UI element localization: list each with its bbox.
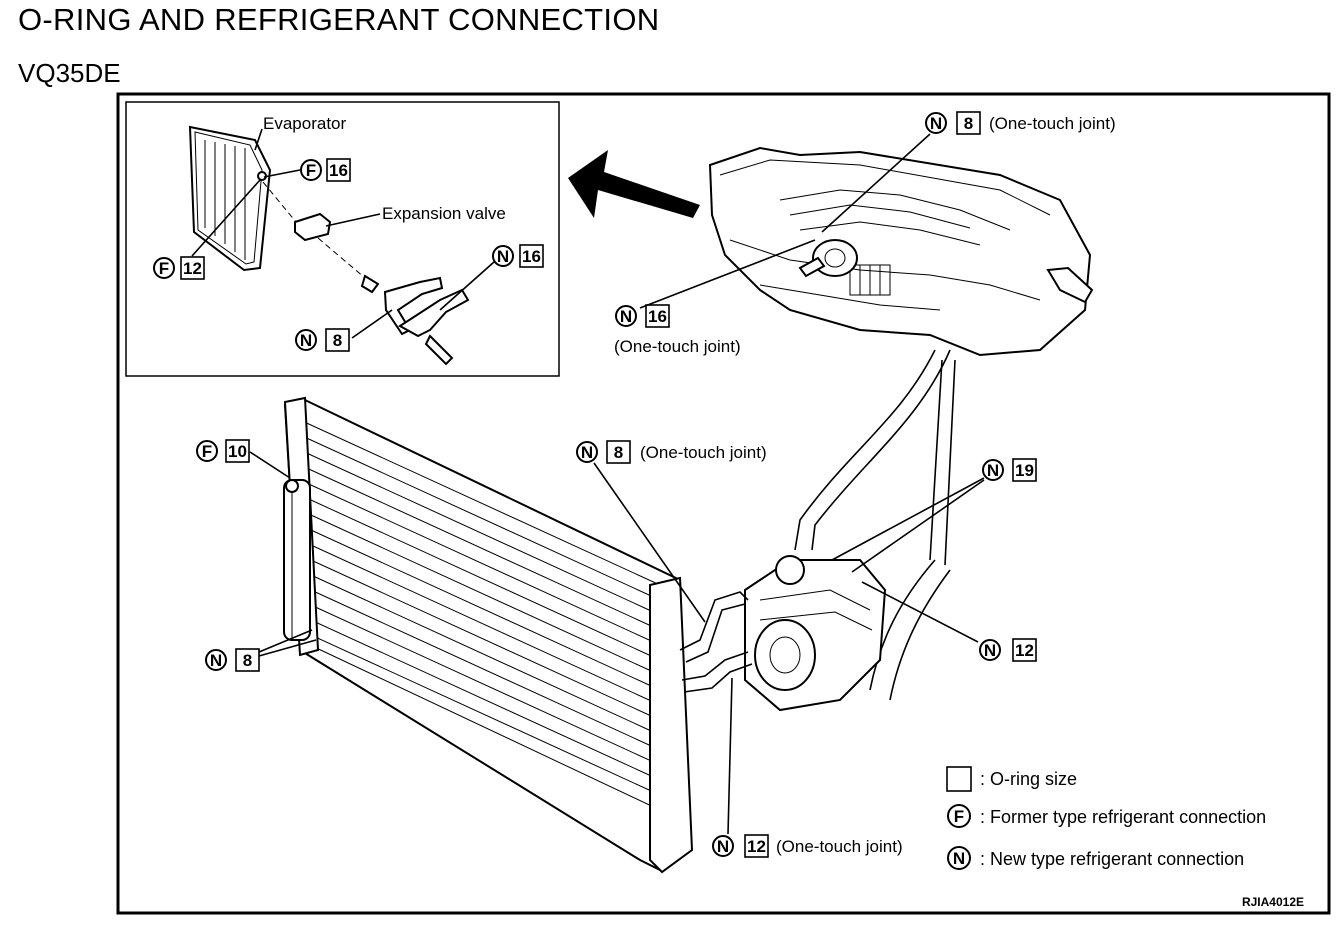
condenser-part	[283, 396, 694, 874]
reference-code: RJIA4012E	[1242, 895, 1304, 909]
callout-n8-condenser: N 8 (One-touch joint)	[576, 440, 767, 623]
callout-n12-compressor: N 12	[861, 581, 1037, 662]
svg-text:8: 8	[243, 651, 252, 670]
svg-text:8: 8	[964, 114, 973, 133]
svg-text:16: 16	[329, 161, 348, 180]
svg-text:(One-touch joint): (One-touch joint)	[776, 837, 903, 856]
svg-text:N: N	[717, 837, 729, 856]
condenser-pipes	[679, 591, 753, 693]
callout-f16-inset: F 16	[263, 158, 351, 182]
expansion-valve-leader	[325, 213, 381, 227]
inset-pipes	[383, 276, 470, 366]
svg-text:F: F	[159, 259, 169, 278]
legend: : O-ring size F : Former type refrigeran…	[946, 766, 1266, 870]
svg-text:16: 16	[522, 247, 541, 266]
svg-text:12: 12	[1015, 641, 1034, 660]
svg-text:(One-touch joint): (One-touch joint)	[989, 114, 1116, 133]
svg-text:16: 16	[648, 307, 667, 326]
svg-text:N: N	[210, 651, 222, 670]
callout-f12-inset: F 12	[153, 179, 261, 280]
evaporator-label: Evaporator	[263, 114, 346, 133]
svg-text:12: 12	[747, 837, 766, 856]
expansion-valve-label: Expansion valve	[382, 204, 506, 223]
callout-n12-one-touch: N 12 (One-touch joint)	[712, 677, 903, 858]
svg-text:12: 12	[183, 259, 202, 278]
legend-box-symbol	[946, 766, 972, 792]
svg-text:10: 10	[228, 442, 247, 461]
callout-n8-inset: N 8	[295, 309, 393, 352]
engine-subtitle: VQ35DE	[18, 58, 121, 88]
receiver-drier	[283, 479, 311, 641]
inset-frame	[125, 101, 560, 377]
callout-n8-hvac: N 8 (One-touch joint)	[821, 111, 1116, 233]
svg-text:8: 8	[614, 443, 623, 462]
expansion-valve-part	[262, 181, 380, 294]
page-title: O-RING AND REFRIGERANT CONNECTION	[18, 2, 660, 37]
svg-text:(One-touch joint): (One-touch joint)	[614, 337, 741, 356]
svg-text:19: 19	[1015, 461, 1034, 480]
inset-detail: Evaporator Expansion valve F 16 F 12 N 1…	[125, 101, 560, 377]
legend-new: : New type refrigerant connection	[980, 849, 1244, 869]
diagram-frame	[116, 92, 1331, 915]
legend-oring: : O-ring size	[980, 769, 1077, 789]
hvac-unit	[708, 146, 1094, 357]
svg-text:N: N	[930, 114, 942, 133]
svg-text:N: N	[581, 443, 593, 462]
callout-n16-hvac: N 16 (One-touch joint)	[614, 239, 816, 356]
svg-text:F: F	[306, 161, 316, 180]
direction-arrow	[568, 150, 700, 218]
svg-text:N: N	[987, 461, 999, 480]
svg-text:N: N	[497, 247, 509, 266]
evaporator-part	[188, 125, 272, 272]
legend-n-symbol: N	[953, 849, 965, 868]
refrigerant-hoses	[794, 349, 956, 701]
svg-text:F: F	[202, 442, 212, 461]
svg-text:8: 8	[333, 331, 342, 350]
svg-text:(One-touch joint): (One-touch joint)	[640, 443, 767, 462]
legend-f-symbol: F	[954, 807, 964, 826]
callout-f10: F 10	[196, 439, 291, 479]
callout-n8-receiver: N 8	[205, 629, 317, 672]
callout-n16-inset: N 16	[439, 244, 544, 311]
legend-former: : Former type refrigerant connection	[980, 807, 1266, 827]
evaporator-leader	[254, 128, 263, 151]
callout-n19: N 19	[831, 458, 1037, 573]
svg-text:N: N	[984, 641, 996, 660]
compressor-part	[744, 555, 887, 712]
svg-text:N: N	[620, 307, 632, 326]
svg-text:N: N	[300, 331, 312, 350]
